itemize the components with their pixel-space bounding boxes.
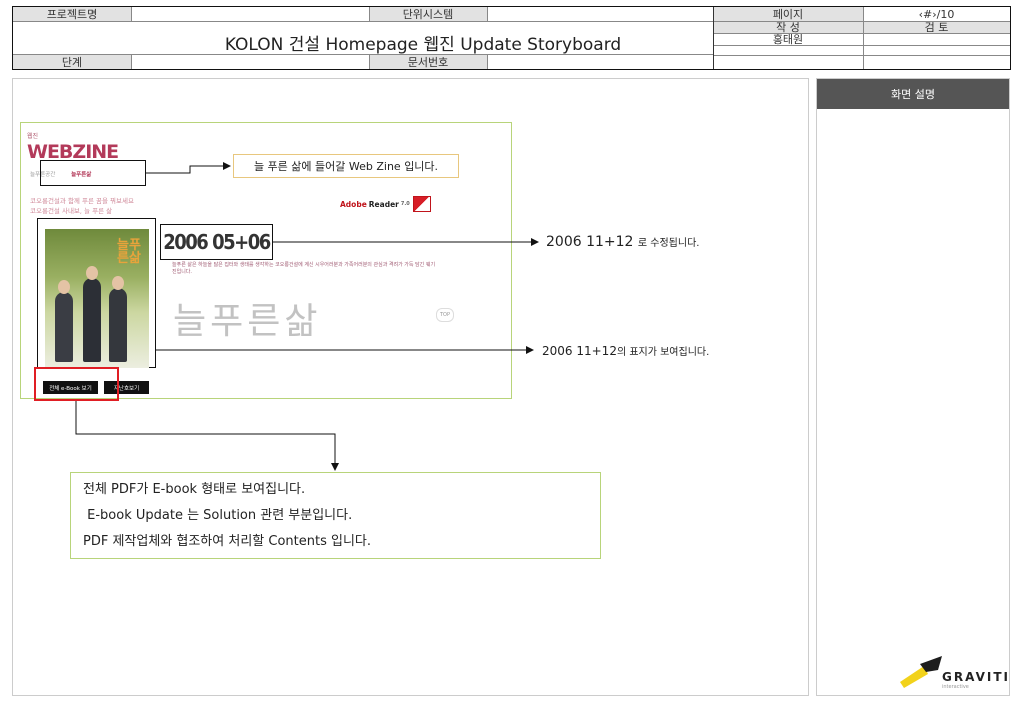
top-button[interactable]: TOP bbox=[436, 308, 454, 322]
arrow-to-ebook-note bbox=[75, 401, 339, 471]
adobe-flag-icon bbox=[412, 196, 431, 212]
stage-label: 단계 bbox=[13, 55, 131, 69]
tagline-line: 코오롱건설 사내보, 늘 푸른 삶 bbox=[30, 207, 113, 215]
author-name: 홍태원 bbox=[772, 33, 804, 46]
storyboard-header: 프로젝트명 단위시스템 페이지 ‹#›/10 작 성 검 토 홍태원 단계 문서… bbox=[12, 6, 1011, 70]
review-label: 검 토 bbox=[863, 21, 1010, 34]
unit-system-label: 단위시스템 bbox=[369, 7, 487, 21]
divider bbox=[13, 21, 713, 22]
ebook-note-line: 전체 PDF가 E-book 형태로 보여집니다. bbox=[83, 482, 306, 497]
graviti-logo-mark bbox=[900, 656, 942, 688]
adobe-version: 7.0 bbox=[400, 201, 410, 207]
webzine-tab-highlight bbox=[40, 160, 146, 186]
ebook-button-highlight bbox=[34, 367, 119, 401]
divider bbox=[13, 54, 713, 55]
cover-change-suffix: 의 표지가 보여집니다. bbox=[616, 347, 710, 358]
tagline-line: 코오롱건설과 함께 푸른 꿈을 꿔보세요 bbox=[30, 197, 134, 205]
page-label: 페이지 bbox=[713, 7, 863, 21]
back-issues-button[interactable]: 지난호보기 bbox=[104, 381, 149, 394]
adobe-brand: Adobe bbox=[340, 199, 367, 209]
issue-date-box: 2006 05+06 bbox=[160, 224, 273, 260]
ebook-note-line: E-book Update 는 Solution 관련 부분입니다. bbox=[83, 508, 353, 523]
document-title: KOLON 건설 Homepage 웹진 Update Storyboard bbox=[224, 34, 622, 55]
person-head bbox=[86, 266, 98, 280]
webzine-big-title: 늘푸른삶 bbox=[173, 301, 322, 342]
page-number: ‹#›/10 bbox=[918, 7, 955, 21]
logo-subtext: interactive bbox=[942, 684, 969, 690]
adobe-reader-link[interactable]: Adobe Reader 7.0 bbox=[340, 196, 431, 212]
webzine-tabs: 늘푸른공간 늘푸른삶 bbox=[30, 170, 91, 178]
tab-life[interactable]: 늘푸른삶 bbox=[71, 172, 92, 178]
graviti-logo: GRAVITI interactive bbox=[898, 654, 1008, 694]
issue-change-note: 2006 11+12 로 수정됩니다. bbox=[546, 234, 699, 250]
person-head bbox=[112, 276, 124, 290]
divider bbox=[713, 45, 1010, 46]
divider bbox=[487, 55, 488, 69]
description-panel-title: 화면 설명 bbox=[817, 79, 1009, 109]
tab-space[interactable]: 늘푸른공간 bbox=[30, 172, 56, 178]
person-figure bbox=[83, 278, 101, 362]
person-head bbox=[58, 280, 70, 294]
screen-area bbox=[12, 78, 809, 696]
divider bbox=[131, 7, 132, 21]
issue-description: 늘푸른 삶은 하늘을 닮은 집터와 생태를 생각하는 코오롱건설에 계신 시우어… bbox=[172, 262, 436, 275]
webzine-tagline: 코오롱건설과 함께 푸른 꿈을 꿔보세요 코오롱건설 사내보, 늘 푸른 삶 bbox=[30, 196, 134, 216]
cover-title: 늘푸른삶 bbox=[117, 238, 141, 266]
arrow-to-webzine-note bbox=[146, 162, 231, 174]
view-ebook-button[interactable]: 전체 e-Book 보기 bbox=[43, 381, 98, 394]
divider bbox=[863, 7, 864, 69]
divider bbox=[369, 55, 370, 69]
magazine-cover-image[interactable]: 늘푸른삶 bbox=[45, 229, 149, 368]
person-figure bbox=[109, 288, 127, 362]
divider bbox=[131, 55, 132, 69]
divider bbox=[369, 7, 370, 21]
divider bbox=[487, 7, 488, 21]
webzine-note: 늘 푸른 삶에 들어갈 Web Zine 입니다. bbox=[233, 154, 459, 178]
webzine-logo: WEBZINE bbox=[27, 141, 119, 163]
webzine-small-label: 웹진 bbox=[27, 133, 39, 140]
author-label: 작 성 bbox=[713, 21, 863, 34]
project-label: 프로젝트명 bbox=[13, 7, 131, 21]
cover-change-note: 2006 11+12의 표지가 보여집니다. bbox=[542, 343, 709, 358]
person-figure bbox=[55, 292, 73, 362]
divider bbox=[713, 7, 714, 69]
issue-change-suffix: 로 수정됩니다. bbox=[637, 238, 700, 249]
doc-number-label: 문서번호 bbox=[369, 55, 487, 69]
adobe-reader-label: Reader bbox=[368, 199, 399, 209]
description-panel: 화면 설명 bbox=[816, 78, 1010, 696]
divider bbox=[713, 55, 1010, 56]
divider bbox=[713, 33, 1010, 34]
issue-change-value: 2006 11+12 bbox=[546, 234, 634, 250]
logo-text: GRAVITI bbox=[942, 670, 1010, 684]
ebook-note-line: PDF 제작업체와 협조하여 처리할 Contents 입니다. bbox=[83, 534, 371, 549]
ebook-note: 전체 PDF가 E-book 형태로 보여집니다. E-book Update … bbox=[70, 472, 601, 559]
cover-change-value: 2006 11+12 bbox=[542, 344, 617, 358]
divider bbox=[713, 21, 1010, 22]
